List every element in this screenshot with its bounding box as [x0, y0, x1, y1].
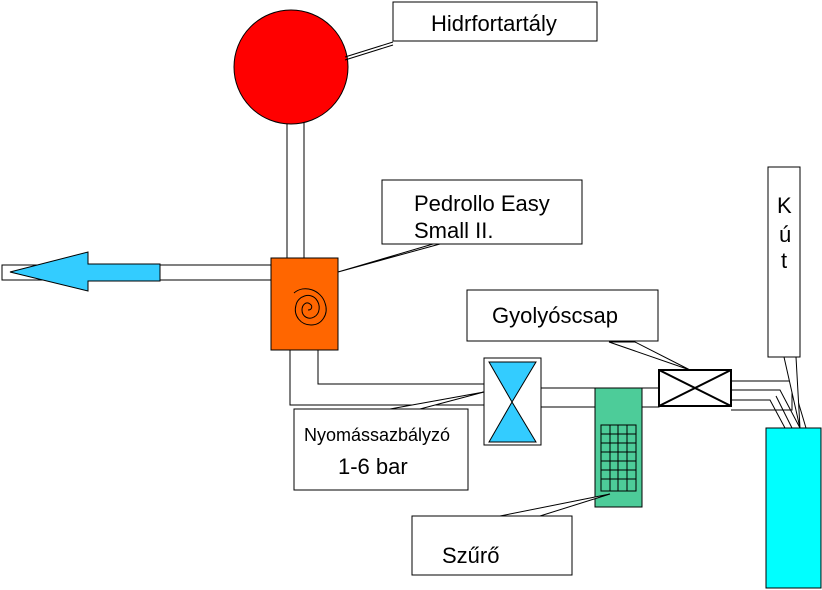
hourglass-icon [488, 361, 537, 443]
tank-label: Hidrfortartály [431, 11, 557, 36]
well-label-k: K [777, 193, 792, 218]
valve-label: Gyolyóscsap [492, 303, 618, 328]
tank-label-box [392, 1, 598, 42]
regulator-label-line1: Nyomássazbályzó [304, 425, 450, 445]
pump-label-box [381, 179, 583, 245]
filter-label: Szűrő [442, 543, 499, 568]
hydrophore-tank [233, 9, 349, 125]
well-label-u: ú [779, 222, 791, 247]
regulator-label-line2: 1-6 bar [338, 454, 408, 479]
well-label-t: t [781, 248, 787, 273]
filter-grid-icon [600, 424, 637, 492]
regulator-label-box [293, 408, 469, 491]
tank-pump-pipe [286, 117, 305, 260]
tank-callout-line [344, 41, 394, 58]
well-body [765, 427, 822, 589]
spiral-icon [293, 288, 327, 326]
pump-callout-line [337, 243, 441, 273]
valve-label-box [466, 289, 659, 342]
pump-label-line2: Small II. [414, 218, 493, 243]
well-label-box [767, 166, 801, 358]
pump-label-line1: Pedrollo Easy [414, 191, 550, 216]
valve-callout-line [608, 341, 691, 371]
filter-label-box [411, 515, 573, 576]
x-valve-icon [658, 369, 732, 407]
outlet-arrow-icon [9, 251, 161, 292]
filter-callout-line [499, 493, 611, 517]
